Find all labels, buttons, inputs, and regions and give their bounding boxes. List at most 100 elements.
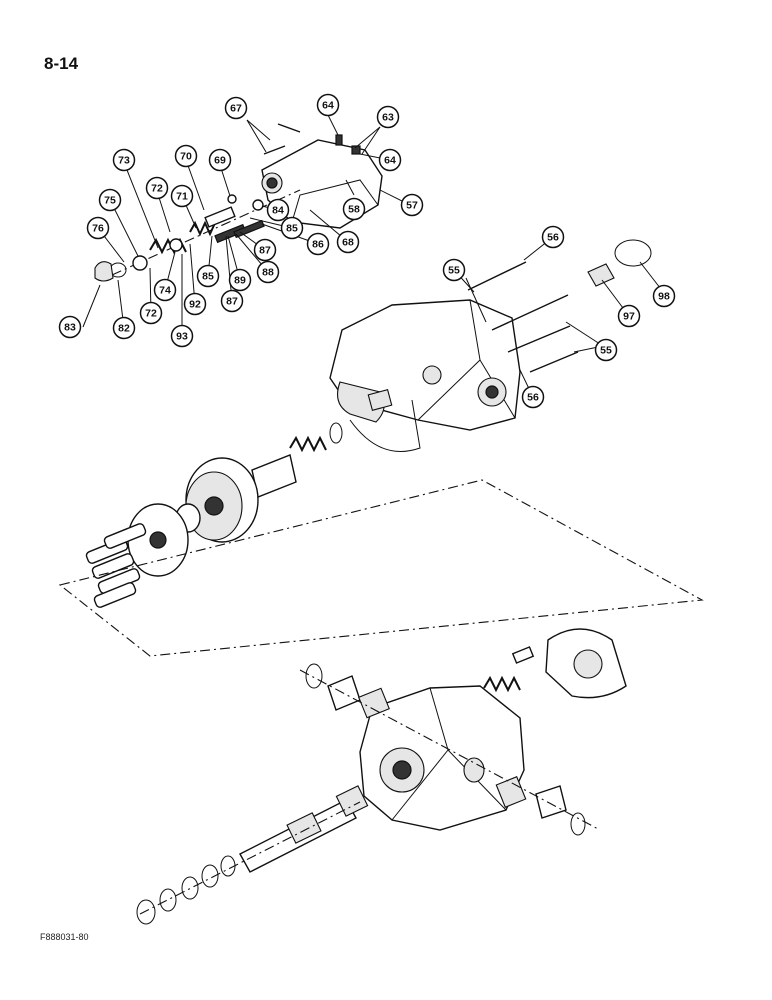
page-number: 8-14 <box>44 54 79 73</box>
callout-circle <box>280 216 304 240</box>
callout-55: 55 <box>594 338 618 362</box>
callout-circle <box>183 292 207 316</box>
callout-circle <box>139 301 163 325</box>
washer-75 <box>132 255 148 271</box>
callout-label: 73 <box>118 155 130 167</box>
callout-64: 64 <box>316 93 340 117</box>
cylinder-spring <box>289 435 327 453</box>
callout-circle <box>617 304 641 328</box>
callout-label: 88 <box>262 267 274 279</box>
callout-circle <box>256 260 280 284</box>
callout-88: 88 <box>256 260 280 284</box>
callout-circle <box>145 176 169 200</box>
callout-76: 76 <box>86 216 110 240</box>
retaining-ring <box>329 422 343 444</box>
callout-circle <box>228 268 252 292</box>
callout-label: 68 <box>342 237 354 249</box>
retainer-plate-hole <box>149 531 167 549</box>
compensator-spool <box>511 646 535 664</box>
shaft-spacer <box>159 888 177 912</box>
callout-57: 57 <box>400 193 424 217</box>
callout-67: 67 <box>224 96 248 120</box>
housing-side-port <box>463 757 485 783</box>
callout-circle <box>342 197 366 221</box>
callout-circle <box>266 198 290 222</box>
callout-circle <box>306 232 330 256</box>
callout-72: 72 <box>139 301 163 325</box>
main-housing-assembly <box>136 628 627 925</box>
callout-circle <box>253 238 277 262</box>
callout-58: 58 <box>342 197 366 221</box>
shaft-splines <box>286 812 322 844</box>
cap-83 <box>94 261 114 282</box>
callout-label: 87 <box>226 296 238 308</box>
callout-label: 86 <box>312 239 324 251</box>
piston-set <box>85 523 147 608</box>
callout-circle <box>224 96 248 120</box>
callout-68: 68 <box>336 230 360 254</box>
callout-55: 55 <box>442 258 466 282</box>
callout-85: 85 <box>280 216 304 240</box>
trunnion-ring-right <box>570 812 586 836</box>
callout-label: 89 <box>234 275 246 287</box>
callout-circle <box>112 316 136 340</box>
callout-label: 70 <box>180 151 192 163</box>
callout-72: 72 <box>145 176 169 200</box>
cylinder-bore <box>204 496 224 516</box>
shaft-seal-2 <box>201 864 219 888</box>
compensator-bore <box>573 649 603 679</box>
end-cap-bearing <box>422 365 442 385</box>
trunnion-centerline <box>299 669 601 831</box>
callout-label: 72 <box>151 183 163 195</box>
callout-label: 93 <box>176 331 188 343</box>
callout-85: 85 <box>196 264 220 288</box>
shaft-bearing <box>335 785 369 817</box>
callout-label: 84 <box>272 205 284 217</box>
callout-75: 75 <box>98 188 122 212</box>
callout-label: 64 <box>384 155 396 167</box>
compensator-spring <box>483 675 521 693</box>
callout-circle <box>442 258 466 282</box>
callout-label: 55 <box>448 265 460 277</box>
callout-63: 63 <box>376 105 400 129</box>
callout-label: 55 <box>600 345 612 357</box>
callout-layer: 5555565657586364646768697071727273747576… <box>58 93 676 409</box>
shaft-snap-ring <box>136 899 156 925</box>
callout-82: 82 <box>112 316 136 340</box>
callout-label: 71 <box>176 191 188 203</box>
callout-label: 56 <box>547 232 559 244</box>
callout-label: 83 <box>64 322 76 334</box>
callout-89: 89 <box>228 268 252 292</box>
housing-bore-center <box>392 760 412 780</box>
callout-92: 92 <box>183 292 207 316</box>
bolt-55-1 <box>467 261 527 291</box>
callout-label: 82 <box>118 323 130 335</box>
callout-69: 69 <box>208 148 232 172</box>
callout-87: 87 <box>220 289 244 313</box>
callout-label: 92 <box>189 299 201 311</box>
bolt-55-2 <box>491 294 569 331</box>
callout-label: 97 <box>623 311 635 323</box>
valve-port-bore <box>266 177 278 189</box>
callout-label: 76 <box>92 223 104 235</box>
callout-84: 84 <box>266 198 290 222</box>
callout-circle <box>652 284 676 308</box>
cover-98 <box>614 239 652 267</box>
callout-circle <box>594 338 618 362</box>
callout-circle <box>112 148 136 172</box>
rotating-group <box>85 422 343 608</box>
bolt-55-3 <box>507 325 571 353</box>
shaft-washer <box>181 876 199 900</box>
bearing-cup <box>367 389 393 411</box>
screw-67-upper <box>277 123 301 133</box>
callout-label: 85 <box>286 223 298 235</box>
callout-circle <box>378 148 402 172</box>
callout-label: 72 <box>145 308 157 320</box>
plug-64 <box>335 134 343 146</box>
callout-74: 74 <box>153 278 177 302</box>
callout-circle <box>376 105 400 129</box>
callout-label: 98 <box>658 291 670 303</box>
callout-circle <box>220 289 244 313</box>
callout-70: 70 <box>174 144 198 168</box>
